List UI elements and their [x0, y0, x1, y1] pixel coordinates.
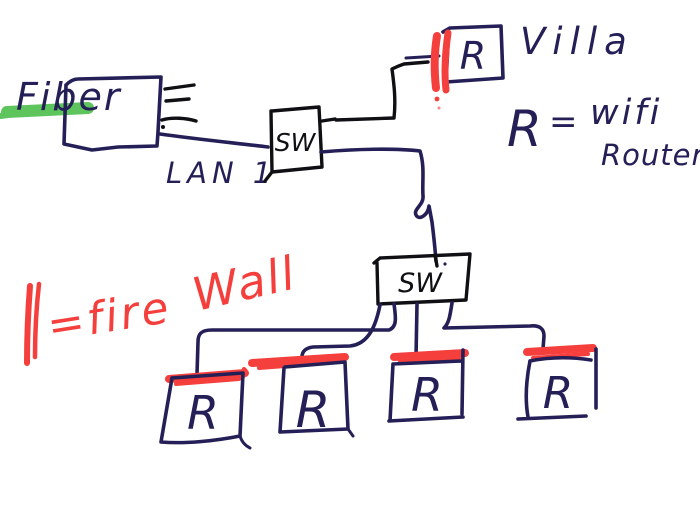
switch1-port-dash [320, 117, 337, 123]
legend-router-word1: wifi [590, 93, 662, 133]
legend-router-word2: Router [601, 138, 700, 172]
router1-label: R [187, 386, 219, 440]
router4-label: R [543, 368, 574, 419]
fiber-box [62, 75, 163, 152]
firewall-mark-villa-2 [441, 29, 452, 94]
firewall-mark-villa-dot [434, 96, 440, 102]
firewall-mark-villa-1 [430, 32, 441, 92]
legend-router-equals: = [549, 102, 578, 142]
fiber-label-green-highlight-tail [0, 110, 23, 119]
switch1-label: SW [275, 128, 317, 157]
router2-box-tail [346, 427, 355, 438]
firewall-legend-text1: =fire [44, 282, 175, 352]
router3-label: R [411, 368, 443, 422]
firewall-mark-router4-1 [523, 344, 597, 356]
fiber-port-dash-2 [164, 97, 191, 103]
switch1-box [269, 105, 324, 174]
legend-router-symbol: R [507, 100, 542, 158]
link-switch1-switch2 [319, 147, 438, 263]
fiber-label: Fiber [16, 75, 122, 119]
switch2-link-overshoot [433, 253, 439, 268]
fiber-port-dash-1 [163, 83, 196, 91]
firewall-mark-router2-1 [248, 353, 349, 367]
fiber-port-dot [161, 125, 165, 129]
firewall-mark-router3-1 [390, 349, 469, 361]
firewall-mark-villa-dot-faint [437, 106, 441, 110]
link-switch1-villa-router [334, 60, 430, 122]
villa-label: Villa [520, 20, 634, 63]
link-fiber-switch1 [158, 132, 270, 149]
firewall-mark-router1-2 [174, 367, 248, 386]
router3-box [387, 348, 465, 423]
villa-router-label: R [460, 34, 486, 78]
router4-box [516, 347, 598, 421]
lan1-label: LAN 1 [166, 156, 276, 190]
link-switch2-router4 [442, 301, 546, 351]
switch2-box [372, 252, 472, 306]
firewall-legend-text2: Wall [187, 246, 301, 322]
router2-label: R [296, 381, 331, 439]
link-switch2-router1 [195, 302, 398, 376]
router1-box-tail [238, 434, 252, 450]
switch1-box-tail [263, 170, 274, 183]
switch2-dot [443, 262, 447, 266]
fiber-port-dash-3 [160, 116, 198, 123]
link-switch2-router2 [300, 303, 382, 366]
firewall-legend-bar-1 [24, 283, 33, 366]
link-switch2-router3 [414, 302, 419, 360]
firewall-legend-bar-2 [32, 281, 42, 360]
switch2-label: SW [398, 268, 443, 299]
firewall-mark-router3-2 [398, 356, 461, 364]
